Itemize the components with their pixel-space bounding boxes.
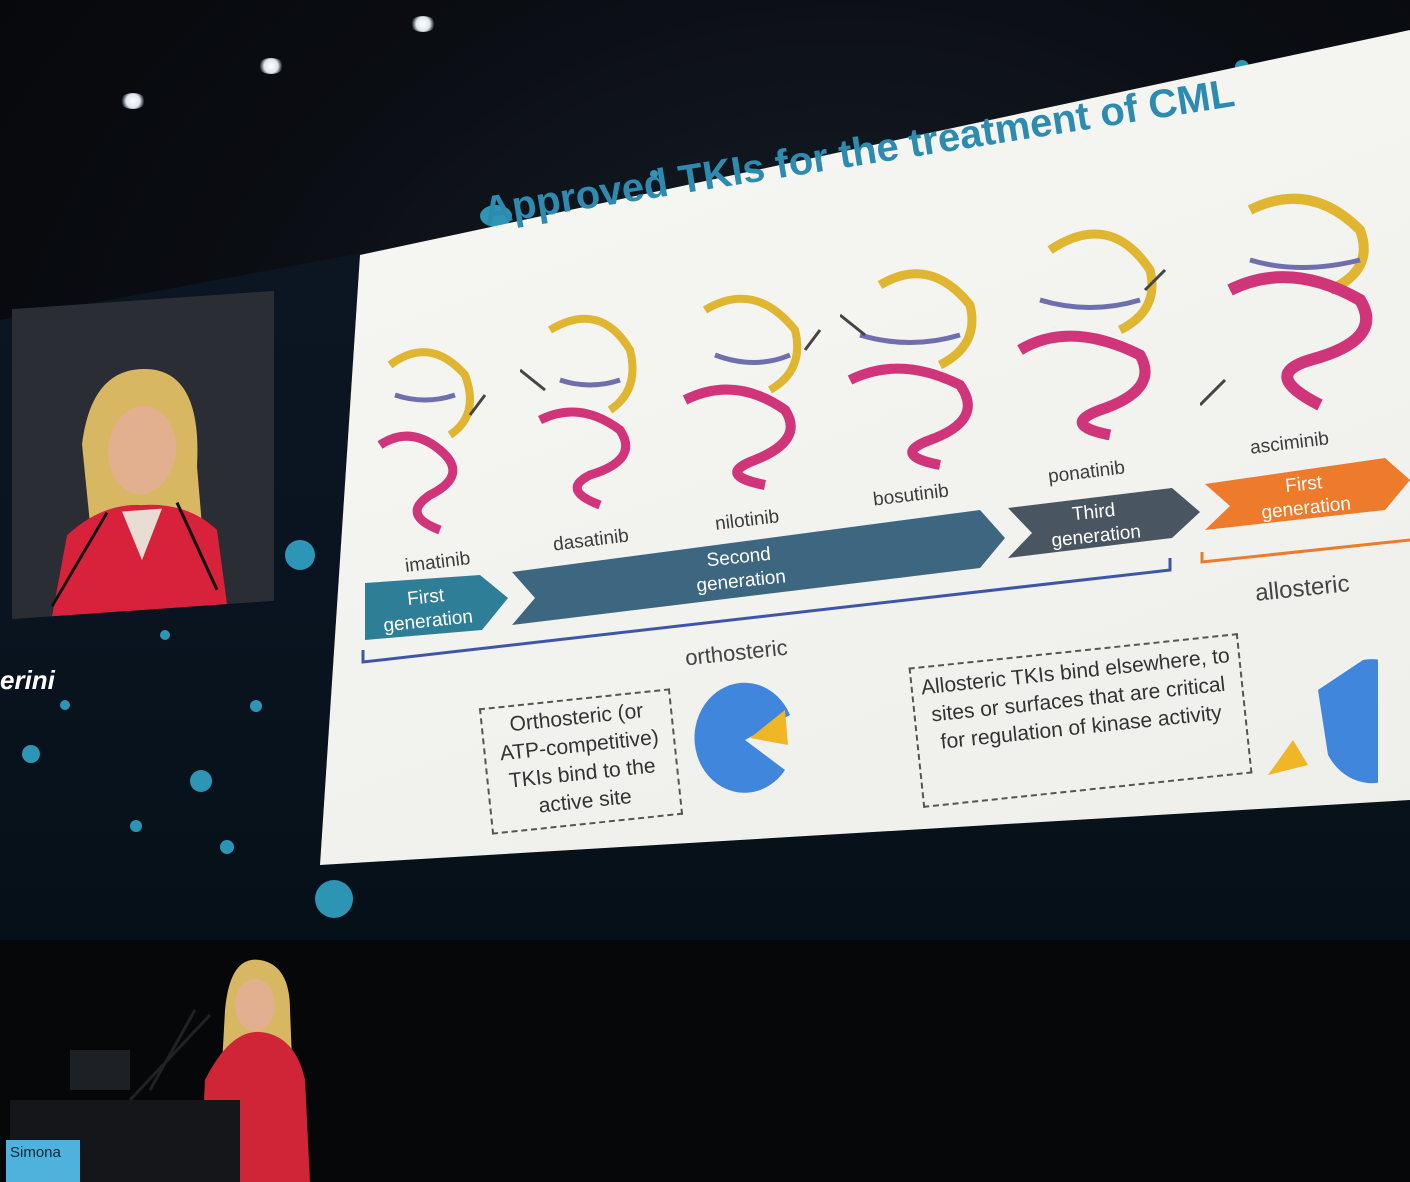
speaker-name-fragment: erini bbox=[0, 665, 55, 695]
ceiling-light bbox=[410, 16, 436, 32]
protein-structure-icon bbox=[1200, 193, 1373, 411]
allosteric-generation-arrow bbox=[1205, 458, 1410, 530]
second-generation-arrow bbox=[512, 510, 1005, 625]
decor-dot bbox=[130, 820, 142, 832]
first-generation-arrow bbox=[365, 575, 508, 640]
protein-structure-icon bbox=[1017, 229, 1167, 440]
podium-nameplate: Simona bbox=[6, 1140, 80, 1182]
decor-dot bbox=[160, 630, 170, 640]
decor-dot bbox=[480, 205, 512, 227]
ceiling-light bbox=[258, 58, 284, 74]
protein-structure-icon bbox=[377, 348, 487, 535]
decor-dot bbox=[250, 700, 262, 712]
decor-dot bbox=[220, 840, 234, 854]
generation-arrows bbox=[361, 458, 1410, 664]
third-generation-arrow bbox=[1008, 488, 1200, 558]
protein-structure-icon bbox=[682, 294, 822, 490]
decor-dot bbox=[285, 540, 315, 570]
decor-dot bbox=[315, 880, 353, 918]
speaker-video-screen bbox=[12, 290, 274, 620]
protein-structure-icon bbox=[840, 269, 977, 470]
orthosteric-description-box: Orthosteric (or ATP-competitive) TKIs bi… bbox=[478, 688, 684, 835]
pacman-kinase-icon bbox=[694, 682, 790, 793]
ceiling-light bbox=[120, 93, 146, 109]
allosteric-bracket bbox=[1200, 538, 1410, 564]
speaker-figure bbox=[12, 290, 274, 620]
decor-dot bbox=[190, 770, 212, 792]
decor-dot bbox=[60, 700, 70, 710]
pacman-kinase-icon bbox=[1268, 659, 1378, 784]
orthosteric-bracket bbox=[361, 558, 1172, 664]
decor-dot bbox=[22, 745, 40, 763]
decor-dot bbox=[650, 170, 658, 178]
protein-structure-icon bbox=[520, 314, 637, 510]
